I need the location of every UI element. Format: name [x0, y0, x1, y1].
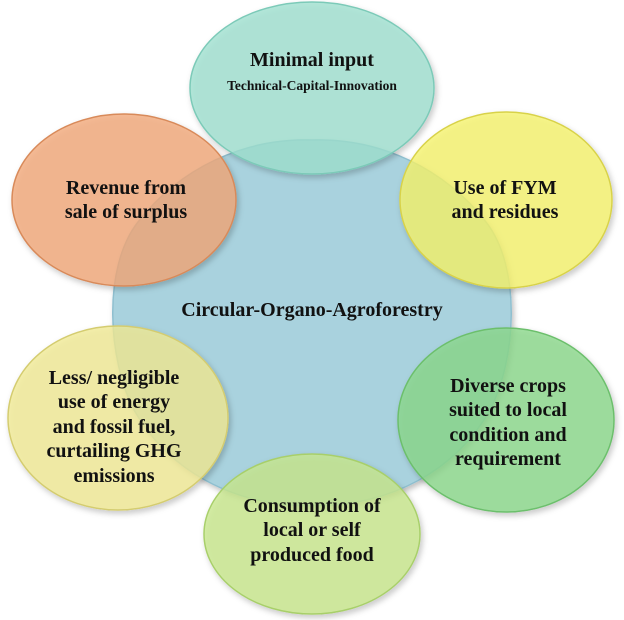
node-top-left-line: Revenue from: [65, 177, 187, 199]
node-bottom-line: Consumption of: [243, 495, 381, 517]
node-top-left-line: sale of surplus: [64, 201, 188, 224]
node-bottom-left-line: Less/ negligible: [48, 367, 180, 389]
node-top-left-label: Revenue from sale of surplus: [28, 176, 224, 225]
node-bottom-line: local or self: [263, 519, 361, 542]
node-top-right-line: and residues: [451, 201, 559, 224]
node-bottom-left-line: use of energy: [57, 391, 171, 414]
center-label-text: Circular-Organo-Agroforestry: [181, 299, 443, 321]
node-top-title: Minimal input: [250, 49, 374, 71]
node-top-subtitle: Technical-Capital-Innovation: [227, 78, 397, 94]
node-bottom-right-line: requirement: [455, 448, 561, 471]
node-bottom-left-circle: [7, 325, 229, 511]
node-top-right-circle: [399, 111, 613, 289]
node-bottom-line: produced food: [250, 543, 374, 566]
node-top-right-line: Use of FYM: [453, 177, 557, 199]
node-bottom-left-label: Less/ negligible use of energy and fossi…: [14, 366, 214, 488]
node-top-right-label: Use of FYM and residues: [412, 176, 598, 225]
node-bottom-right-label: Diverse crops suited to local condition …: [398, 374, 618, 472]
node-top-left-circle: [11, 113, 237, 287]
node-top-circle: [189, 1, 435, 175]
node-bottom-right-line: Diverse crops: [450, 375, 566, 397]
node-bottom-left-line: emissions: [73, 464, 155, 487]
node-bottom-right-line: condition and: [449, 423, 567, 446]
node-bottom-circle: [203, 453, 421, 615]
node-bottom-left-line: curtailing GHG: [46, 440, 182, 463]
node-bottom-right-circle: [397, 327, 615, 513]
node-bottom-right-line: suited to local: [449, 399, 567, 422]
node-bottom-label: Consumption of local or self produced fo…: [204, 494, 420, 567]
node-bottom-left-line: and fossil fuel,: [52, 415, 176, 438]
center-label: Circular-Organo-Agroforestry: [132, 298, 492, 322]
node-top-label: Minimal input Technical-Capital-Innovati…: [192, 48, 432, 95]
